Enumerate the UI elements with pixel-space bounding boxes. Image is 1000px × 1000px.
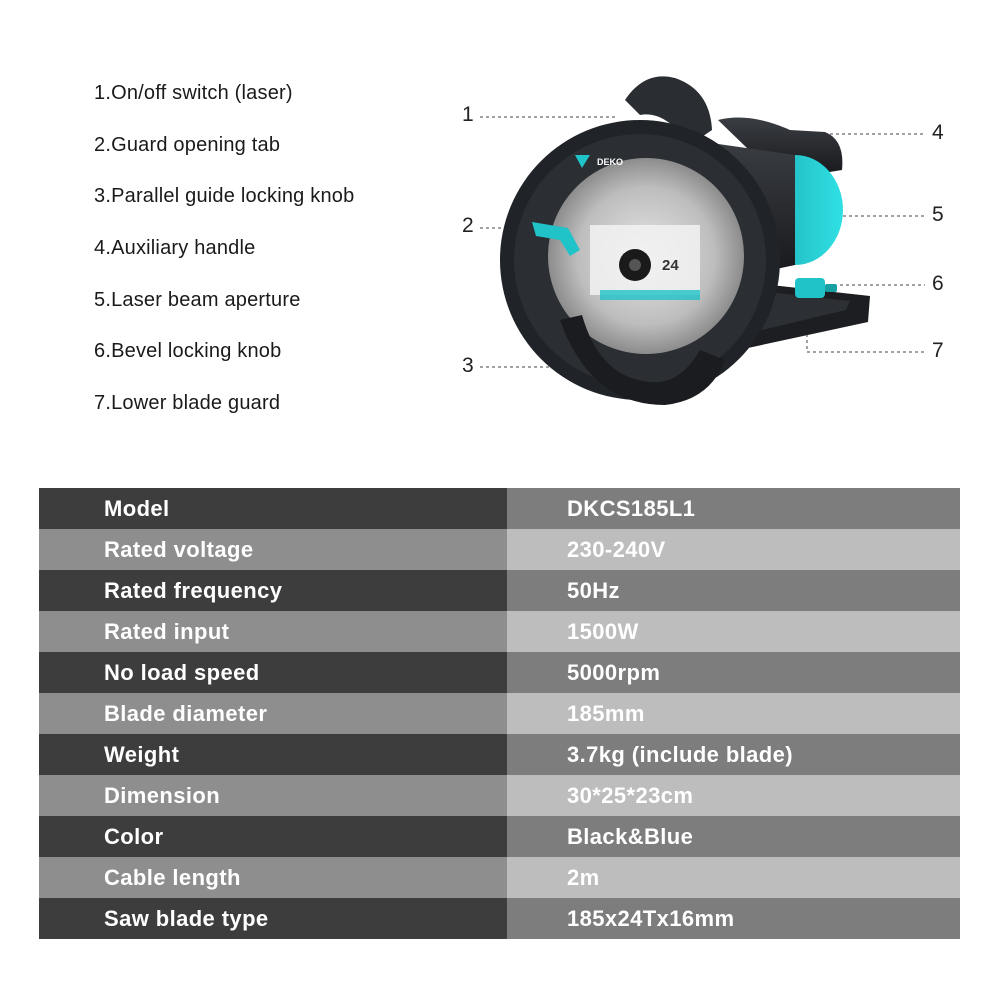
lower-blade-guard <box>560 315 725 405</box>
part-item: 5.Laser beam aperture <box>94 288 301 311</box>
part-item: 1.On/off switch (laser) <box>94 82 293 104</box>
callout-number: 7 <box>932 339 944 362</box>
spec-value: 1500W <box>507 611 960 652</box>
guard-opening-tab <box>532 222 580 256</box>
bevel-knob-tip <box>825 284 837 292</box>
spec-row: Rated voltage 230-240V <box>39 529 960 570</box>
arbor-bolt <box>629 259 641 271</box>
spec-label: No load speed <box>39 652 507 693</box>
spec-row: Blade diameter 185mm <box>39 693 960 734</box>
leader-line <box>806 328 925 353</box>
spec-row: Model DKCS185L1 <box>39 488 960 529</box>
circular-saw-diagram: 24 DEKO <box>480 76 925 405</box>
part-item: 2.Guard opening tab <box>94 133 281 156</box>
spec-label: Rated input <box>39 611 507 652</box>
blade-tooth-count: 24 <box>662 257 679 274</box>
spec-label: Dimension <box>39 775 507 816</box>
spec-value: 5000rpm <box>507 652 960 693</box>
callout-number: 2 <box>462 214 474 237</box>
callout-number: 6 <box>932 272 944 295</box>
spec-value: DKCS185L1 <box>507 488 960 529</box>
parts-list: 1.On/off switch (laser) 2.Guard opening … <box>94 80 354 442</box>
spec-label: Model <box>39 488 507 529</box>
spec-label: Cable length <box>39 857 507 898</box>
spec-row: No load speed 5000rpm <box>39 652 960 693</box>
spec-value: 230-240V <box>507 529 960 570</box>
blade-stripe <box>600 290 700 300</box>
spec-table: Model DKCS185L1 Rated voltage 230-240V R… <box>39 488 960 939</box>
spec-label: Blade diameter <box>39 693 507 734</box>
spec-value: 2m <box>507 857 960 898</box>
spec-value: 185x24Tx16mm <box>507 898 960 939</box>
spec-label: Saw blade type <box>39 898 507 939</box>
callout-number: 1 <box>462 103 474 126</box>
spec-label: Rated frequency <box>39 570 507 611</box>
brand-logo: DEKO <box>597 157 623 167</box>
part-item: 6.Bevel locking knob <box>94 340 282 363</box>
spec-row: Cable length 2m <box>39 857 960 898</box>
part-item: 4.Auxiliary handle <box>94 237 256 260</box>
spec-value: 185mm <box>507 693 960 734</box>
spec-row: Dimension 30*25*23cm <box>39 775 960 816</box>
bevel-locking-knob <box>795 278 825 298</box>
spec-row: Rated input 1500W <box>39 611 960 652</box>
main-handle <box>625 76 712 145</box>
spec-row: Saw blade type 185x24Tx16mm <box>39 898 960 939</box>
brand-triangle <box>575 155 590 168</box>
spec-label: Weight <box>39 734 507 775</box>
spec-label: Color <box>39 816 507 857</box>
spec-row: Rated frequency 50Hz <box>39 570 960 611</box>
part-item: 7.Lower blade guard <box>94 392 281 415</box>
spec-value: 50Hz <box>507 570 960 611</box>
spec-value: 3.7kg (include blade) <box>507 734 960 775</box>
callout-number: 4 <box>932 121 944 144</box>
spec-value: 30*25*23cm <box>507 775 960 816</box>
spec-row: Color Black&Blue <box>39 816 960 857</box>
part-item: 3.Parallel guide locking knob <box>94 185 355 208</box>
spec-value: Black&Blue <box>507 816 960 857</box>
spec-row: Weight 3.7kg (include blade) <box>39 734 960 775</box>
callout-number: 3 <box>462 354 474 377</box>
callout-number: 5 <box>932 203 944 226</box>
spec-label: Rated voltage <box>39 529 507 570</box>
